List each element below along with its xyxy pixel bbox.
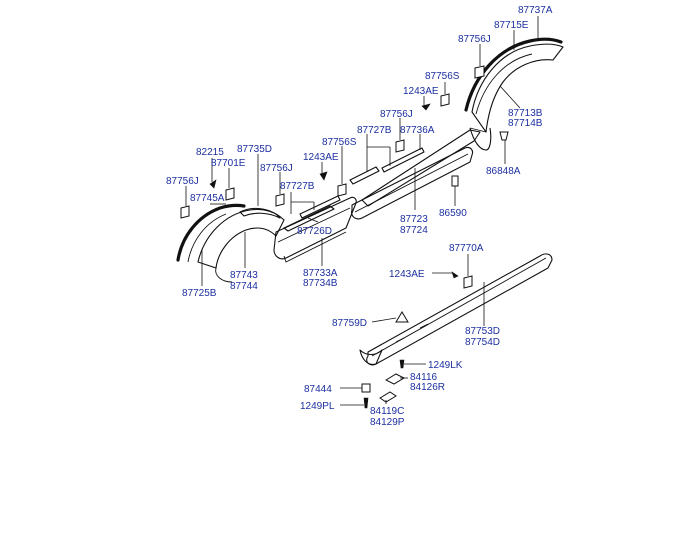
callout-87756S: 87756S [425, 71, 460, 82]
fastener-parts [180, 65, 509, 409]
callout-87727B: 87727B [357, 125, 392, 136]
callout-labels: 87737A 87715E 87756J 87756S 1243AE 87713… [166, 5, 553, 428]
clip-87756J-mid [275, 193, 285, 207]
clip-87756J-rear [474, 65, 485, 79]
callout-87770A: 87770A [449, 243, 484, 254]
clip-87770A [463, 275, 473, 289]
clip-87756J-front [180, 205, 190, 219]
callout-1243AE: 1243AE [403, 86, 439, 97]
part-82215 [209, 179, 217, 189]
clip-87756S-front [337, 183, 347, 197]
callout-87756J: 87756J [166, 176, 199, 187]
pad-84119C [379, 391, 397, 403]
callout-82215: 82215 [196, 147, 224, 158]
callout-86590: 86590 [439, 208, 467, 219]
callout-87725B: 87725B [182, 288, 217, 299]
callout-87736A: 87736A [400, 125, 435, 136]
callout-87759D: 87759D [332, 318, 367, 329]
callout-87756J: 87756J [458, 34, 491, 45]
grommet-86848A [499, 131, 509, 141]
rear-door-moulding [351, 129, 481, 220]
rear-wheel-arch-moulding [464, 37, 564, 151]
callout-1249LK: 1249LK [428, 360, 463, 371]
callout-87715E: 87715E [494, 20, 529, 31]
clip-87701E [225, 187, 235, 201]
callout-87701E: 87701E [211, 158, 246, 169]
pad-84116 [384, 373, 406, 385]
nut-87444 [361, 383, 371, 393]
screw-1243AE-b [319, 171, 328, 181]
callout-87727B: 87727B [280, 181, 315, 192]
callout-1243AE: 1243AE [303, 152, 339, 163]
callout-87444: 87444 [304, 384, 332, 395]
clip-87756J-door [395, 139, 405, 153]
leader-lines [185, 16, 539, 406]
callout-87726D: 87726D [297, 226, 332, 237]
screw-1249LK [399, 359, 405, 369]
plug-86590 [451, 175, 459, 187]
callout-87737A: 87737A [518, 5, 553, 16]
callout-87756J: 87756J [380, 109, 413, 120]
screw-1243AE-a [421, 103, 431, 111]
side-sill-moulding [359, 253, 553, 366]
screw-1243AE-c [451, 271, 459, 279]
callout-1249PL: 1249PL [300, 401, 335, 412]
screw-1249PL [363, 397, 369, 409]
callout-87745A: 87745A [190, 193, 225, 204]
callout-87735D: 87735D [237, 144, 272, 155]
front-wheel-arch-moulding [176, 203, 285, 283]
callout-87756S: 87756S [322, 137, 357, 148]
callout-1243AE: 1243AE [389, 269, 425, 280]
clip-87756S-rear [440, 93, 450, 107]
callout-87756J: 87756J [260, 163, 293, 174]
clip-87759D [395, 311, 409, 323]
front-door-moulding [273, 196, 357, 263]
callout-86848A: 86848A [486, 166, 521, 177]
